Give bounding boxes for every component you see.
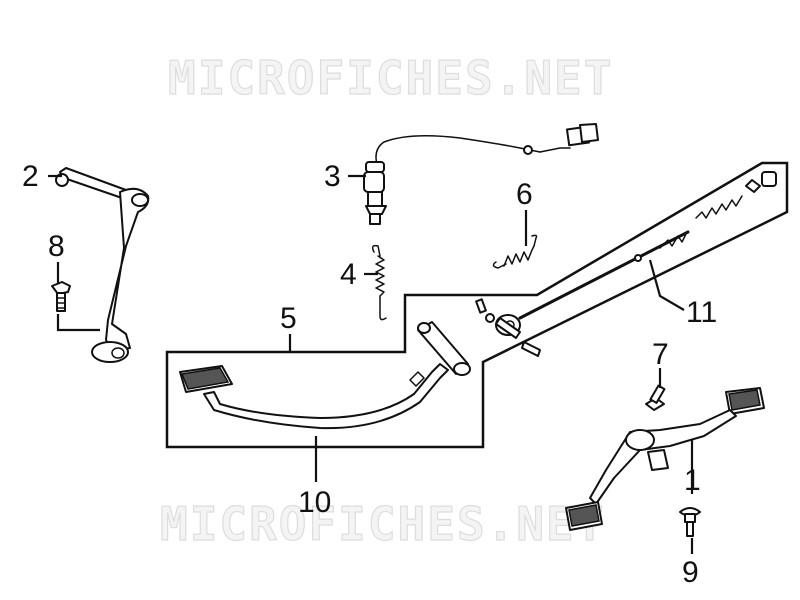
callout-11: 11 <box>686 296 717 329</box>
callout-5: 5 <box>280 302 297 335</box>
callout-9: 9 <box>682 556 699 589</box>
callout-4: 4 <box>340 258 357 291</box>
assembly-outline-box <box>165 161 789 449</box>
watermark-bottom: MICROFICHES.NET <box>160 497 605 551</box>
callout-8: 8 <box>48 230 65 263</box>
callout-6: 6 <box>516 178 533 211</box>
part-4-spring <box>371 244 387 321</box>
callout-1: 1 <box>684 464 701 497</box>
part-8-bolt <box>51 281 71 312</box>
watermark-top: MICROFICHES.NET <box>168 51 613 105</box>
part-7-bolt <box>645 384 666 411</box>
part-10-brake-pedal <box>179 321 471 430</box>
part-9-flange-bolt <box>679 507 701 537</box>
callout-3: 3 <box>324 160 341 193</box>
part-1-shift-lever <box>565 387 765 531</box>
callout-10: 10 <box>298 486 331 519</box>
callout-7: 7 <box>652 338 669 371</box>
part-11-brake-rod <box>475 171 777 357</box>
part-6-spring <box>492 234 538 269</box>
part-3-switch-cable <box>363 123 599 225</box>
leader-lines <box>48 174 694 554</box>
part-2-shift-arm <box>55 167 150 363</box>
callout-2: 2 <box>22 160 39 193</box>
